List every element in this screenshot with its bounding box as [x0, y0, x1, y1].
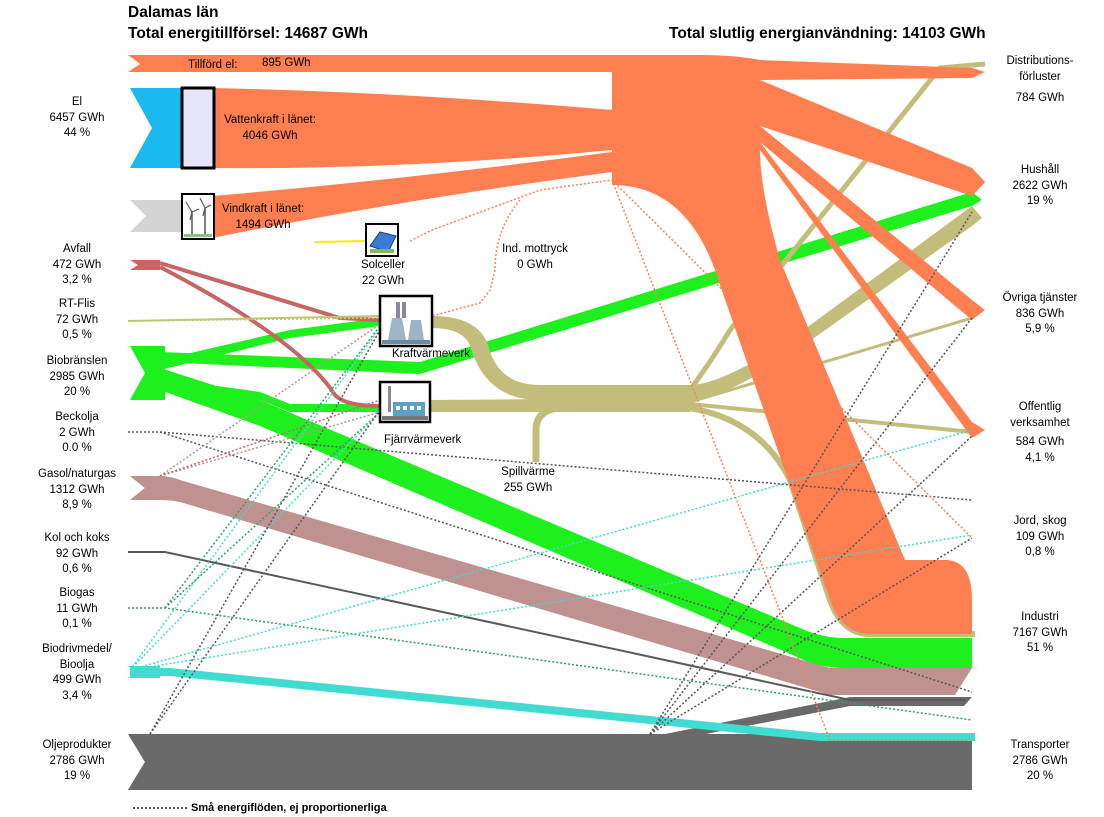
- energy-flows: [127, 55, 986, 790]
- wind-label: Vindkraft i länet:1494 GWh: [221, 203, 305, 231]
- small-flows: [127, 179, 973, 741]
- chp-plant-icon: [378, 294, 434, 348]
- flow-el-trunk: [612, 55, 985, 634]
- solar-panel-icon: [365, 223, 399, 257]
- dh-label: Fjärrvärmeverk: [384, 434, 462, 446]
- flow-spillvarme: [532, 400, 691, 462]
- dh-plant-icon: [378, 380, 432, 424]
- flow-oil-transport: [128, 734, 972, 790]
- hydro-label: Vattenkraft i länet:4046 GWh: [224, 114, 316, 142]
- flow-el-import: [128, 55, 612, 72]
- flow-el-hushall: [700, 75, 985, 196]
- wind-turbine-icon: [181, 193, 215, 240]
- flow-waste-source: [130, 260, 160, 270]
- wind-source-arrow: [130, 200, 182, 232]
- flow-solar: [314, 240, 367, 243]
- flow-biodiesel-source: [128, 666, 160, 678]
- use-total: Total slutlig energianvändning: 14103 GW…: [669, 25, 986, 42]
- flow-gas-industry: [130, 476, 972, 695]
- flow-el-wind: [212, 152, 612, 238]
- flow-heat-ovriga: [689, 316, 973, 404]
- flow-biofuels-industry: [160, 368, 972, 668]
- flow-coal-industry: [128, 551, 965, 701]
- flow-biofuels-source: [130, 346, 165, 400]
- flow-rtflis-chp: [127, 315, 381, 322]
- import-label: Tillförd el:: [188, 59, 238, 71]
- flow-biofuels-households: [160, 192, 982, 374]
- chp-label: Kraftvärmeverk: [392, 348, 470, 360]
- region-title: Dalamas län: [128, 4, 219, 21]
- flow-el-hydro: [212, 88, 612, 169]
- gas-source-arrow: [130, 476, 165, 500]
- flow-waste-dh: [159, 265, 381, 408]
- flow-oil-industry: [628, 697, 972, 742]
- hydro-plant-icon: [180, 86, 216, 170]
- supply-total: Total energitillförsel: 14687 GWh: [128, 25, 369, 42]
- import-value: 895 GWh: [262, 57, 311, 69]
- el-source-arrow: [130, 88, 182, 168]
- flow-heat-distloss: [687, 61, 986, 392]
- flow-biofuels-dh: [160, 378, 380, 412]
- flow-biofuels-chp: [160, 318, 380, 370]
- legend-text: Små energiflöden, ej proportionerliga: [191, 802, 387, 814]
- oil-source-arrow: [128, 734, 160, 790]
